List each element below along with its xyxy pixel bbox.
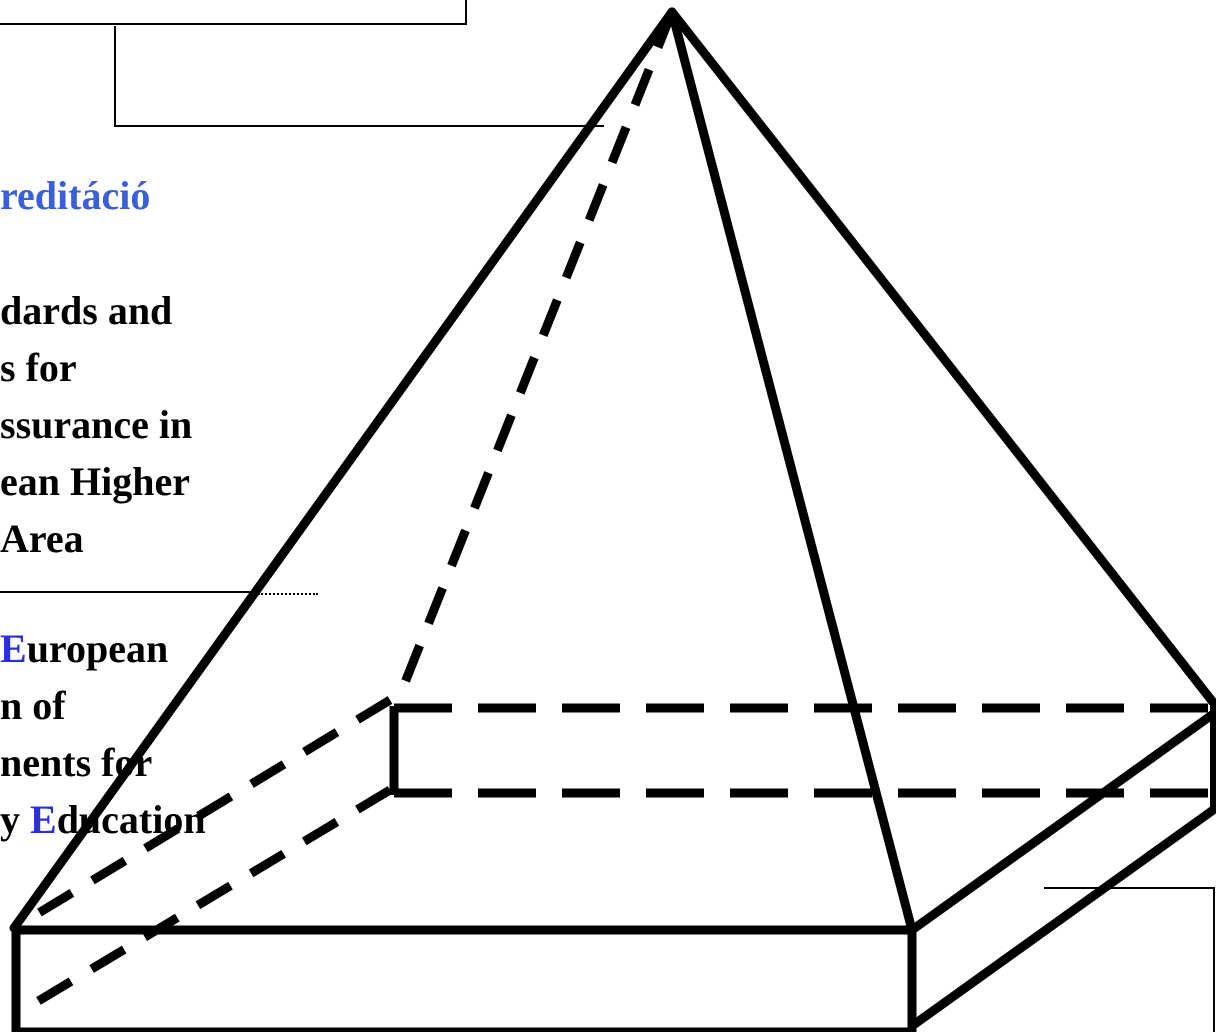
pyramid-front-edge [667, 7, 917, 935]
ecahe-line-4-text: ducation [56, 797, 206, 842]
pyramid-hidden-edge-apex [393, 10, 677, 702]
connector-bracket [114, 26, 604, 127]
pyramid-left-edge [9, 7, 677, 933]
ecahe-line-3: nents for [0, 740, 153, 785]
pyramid-right-edge [667, 7, 1216, 711]
ecahe-line-4-prefix: y [0, 797, 30, 842]
esg-line-2: s for [0, 345, 77, 390]
ecahe-line-1: European [0, 620, 168, 677]
accreditation-label: reditáció [0, 173, 151, 218]
esg-line-5: Area [0, 516, 84, 561]
ecahe-initial-e: E [0, 626, 27, 671]
dotted-rule [258, 593, 318, 595]
esg-line-3: ssurance in [0, 402, 193, 447]
base-slab-side-bottom [909, 804, 1216, 1030]
top-box-edge [0, 0, 467, 25]
ecahe-line-4: y Education [0, 791, 206, 848]
ecahe-line-1-text: uropean [26, 626, 169, 671]
esg-line-1: dards and [0, 288, 173, 333]
ecahe-line-2: n of [0, 683, 66, 728]
base-slab-front [11, 925, 917, 1032]
slab-hidden-edge-lower [17, 786, 393, 1016]
ecahe-education-e: E [30, 797, 57, 842]
base-slab-side-top [909, 708, 1216, 934]
esg-line-4: ean Higher [0, 459, 190, 504]
pyramid-hidden-edge-base [11, 696, 393, 932]
